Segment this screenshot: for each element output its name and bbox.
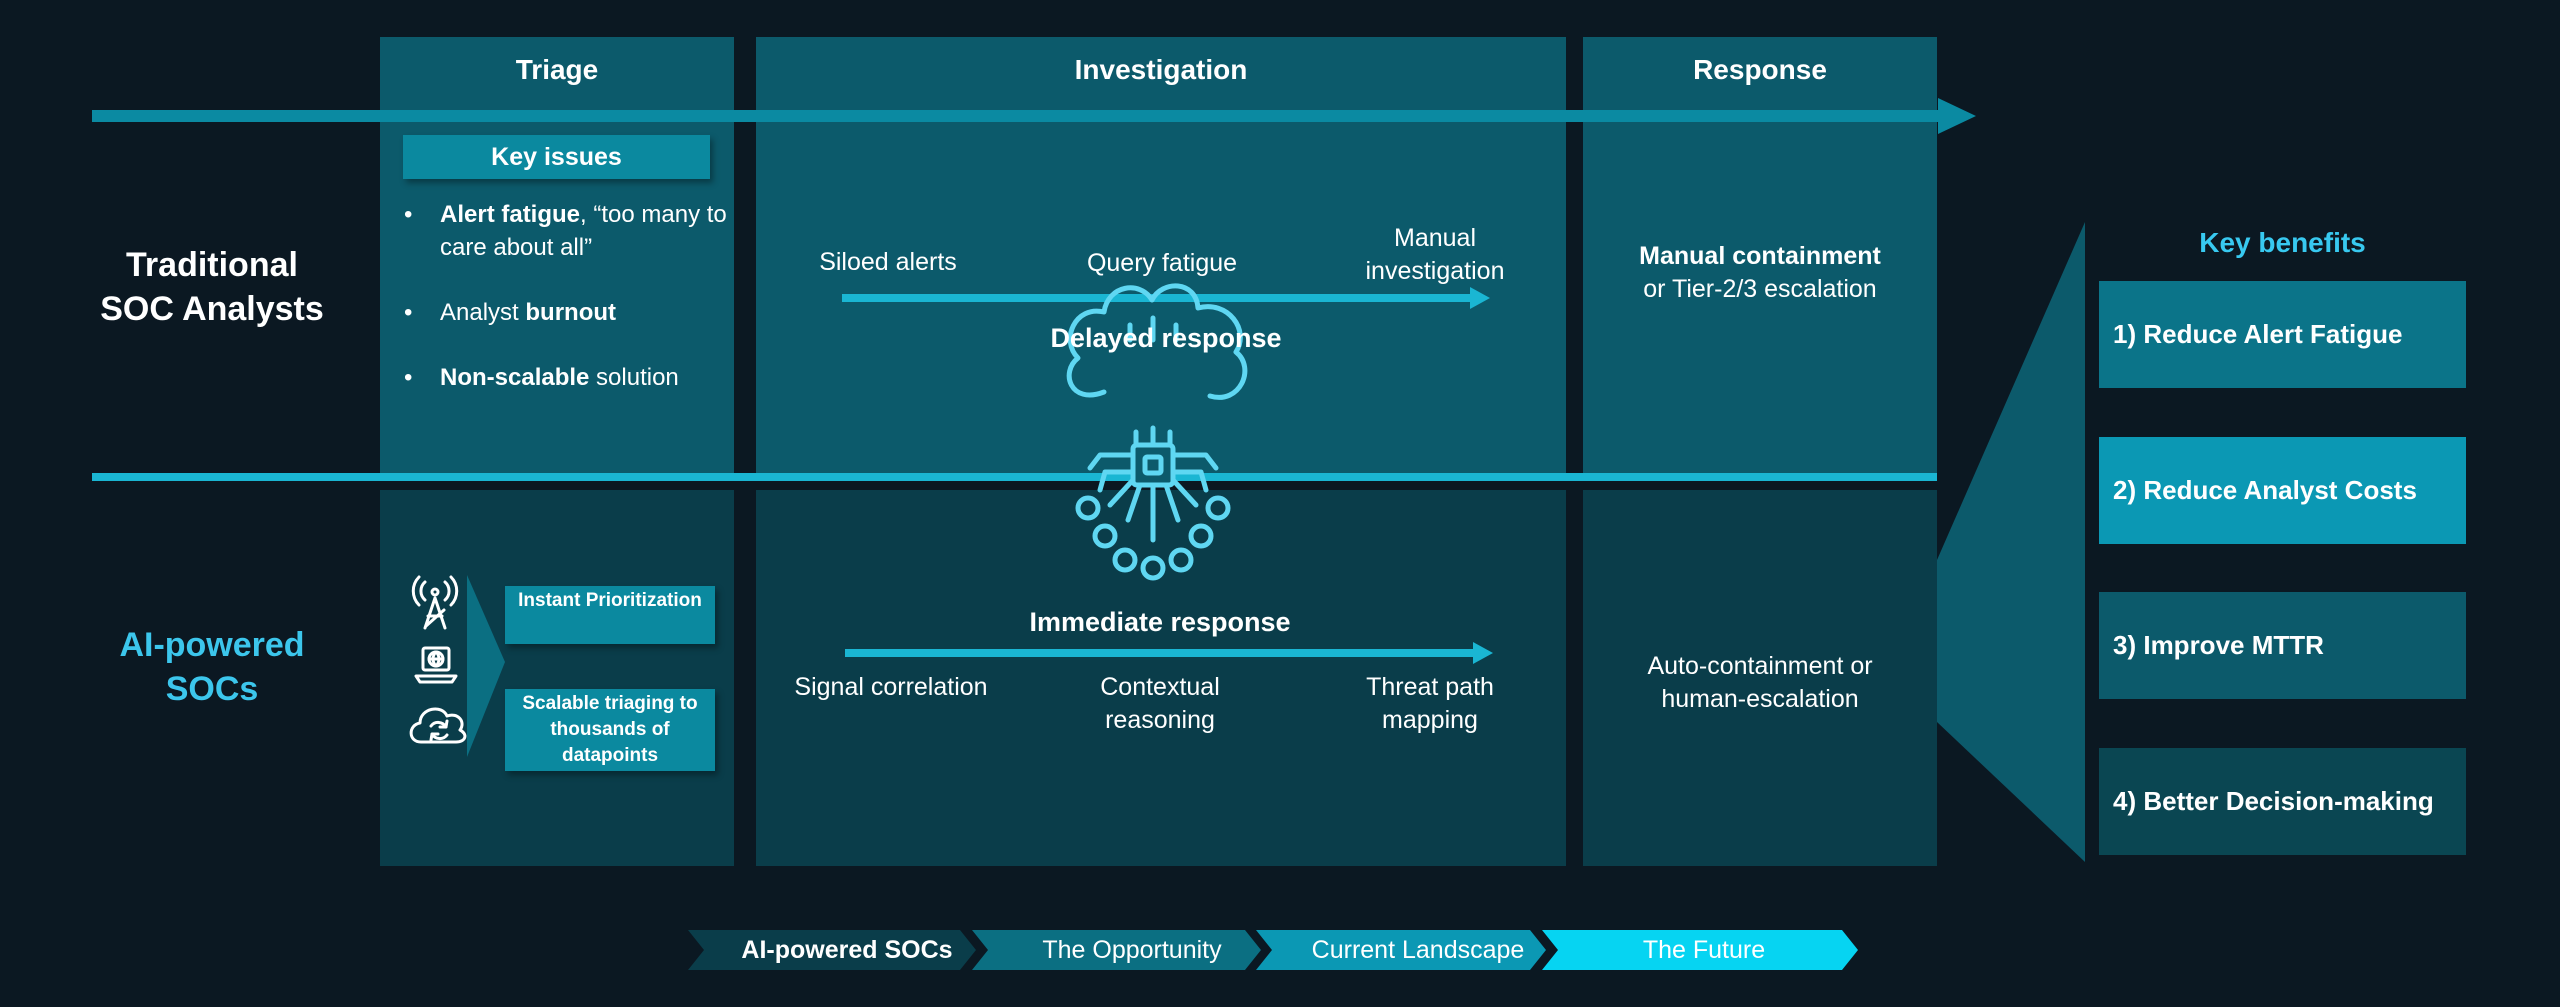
step-manual-investigation: Manual investigation [1365, 224, 1505, 285]
key-issue-alert-fatigue-bold: Alert fatigue [440, 201, 581, 228]
response-panel-bottom [1583, 490, 1937, 866]
investigation-arrow-bottom-bar [845, 649, 1485, 657]
top-timeline-arrowhead [1938, 98, 1976, 134]
benefit-improve-mttr: 3) Improve MTTR [2099, 592, 2466, 699]
nav-tag-current-landscape[interactable]: Current Landscape [1311, 936, 1525, 964]
benefits-funnel [1937, 222, 2085, 862]
immediate-response-caption: Immediate response [1029, 607, 1291, 637]
key-issues-label: Key issues [403, 135, 710, 179]
scalable-triaging-box: Scalable triaging to thousands of datapo… [505, 689, 715, 771]
instant-prioritization-box: Instant Prioritization [505, 586, 715, 644]
step-signal-correlation: Signal correlation [794, 673, 988, 701]
triage-chevron [467, 575, 505, 757]
key-benefits-title: Key benefits [2199, 227, 2366, 258]
nav-tag-ai-powered-socs[interactable]: AI-powered SOCs [741, 936, 953, 964]
row-label-traditional-line1: Traditional [126, 246, 298, 284]
step-threat-path-mapping: Threat path mapping [1366, 673, 1494, 734]
row-divider-line [92, 473, 1937, 481]
benefit-reduce-analyst-costs: 2) Reduce Analyst Costs [2099, 437, 2466, 544]
triage-panel-bottom [380, 490, 734, 866]
investigation-panel-top [756, 37, 1566, 473]
nav-tag-the-opportunity[interactable]: The Opportunity [1042, 936, 1222, 964]
row-label-traditional: Traditional SOC Analysts [82, 243, 342, 331]
delayed-response-caption: Delayed response [1050, 323, 1282, 353]
response-traditional-bold: Manual containment [1639, 242, 1881, 270]
step-siloed-alerts: Siloed alerts [819, 248, 957, 276]
step-query-fatigue: Query fatigue [1086, 249, 1238, 277]
brain-circuit-icon [1066, 283, 1248, 581]
response-traditional-rest: or Tier-2/3 escalation [1643, 275, 1877, 303]
key-issue-alert-fatigue: Alert fatigue, “too many to care about a… [404, 198, 734, 264]
investigation-arrow-top-bar [842, 294, 1482, 302]
nav-chevron-the-future [1542, 930, 1858, 970]
investigation-arrow-bottom-head [1473, 642, 1493, 664]
column-header-response: Response [1693, 54, 1827, 85]
step-contextual-reasoning: Contextual reasoning [1100, 673, 1220, 734]
key-issue-burnout-bold: burnout [525, 299, 617, 326]
row-label-ai-line2: SOCs [165, 670, 259, 708]
response-ai-text: Auto-containment or human-escalation [1647, 652, 1873, 713]
column-header-investigation: Investigation [1074, 54, 1248, 85]
response-traditional-text: Manual containment or Tier-2/3 escalatio… [1583, 240, 1937, 306]
investigation-arrow-top-head [1470, 287, 1490, 309]
row-label-traditional-line2: SOC Analysts [100, 290, 324, 328]
laptop-globe-icon [414, 646, 458, 684]
investigation-panel-bottom [756, 490, 1566, 866]
top-timeline-bar [92, 110, 1952, 122]
key-issues-list: Alert fatigue, “too many to care about a… [404, 198, 734, 426]
key-issue-non-scalable: Non-scalable solution [404, 361, 734, 394]
key-issue-non-scalable-rest: solution [589, 364, 679, 391]
nav-chevron-current-landscape [1256, 930, 1546, 970]
nav-chevron-ai-powered-socs [688, 930, 976, 970]
nav-chevron-the-opportunity [972, 930, 1261, 970]
nav-tag-the-future[interactable]: The Future [1642, 936, 1766, 964]
cloud-sync-icon [409, 707, 467, 744]
key-issue-burnout-pre: Analyst [440, 299, 526, 326]
response-panel-top [1583, 37, 1937, 473]
key-issue-non-scalable-bold: Non-scalable [440, 364, 590, 391]
cell-tower-icon [411, 575, 459, 630]
row-label-ai-line1: AI-powered [119, 626, 305, 664]
row-label-ai: AI-powered SOCs [82, 623, 342, 711]
key-issue-burnout: Analyst burnout [404, 296, 734, 329]
benefit-reduce-alert-fatigue: 1) Reduce Alert Fatigue [2099, 281, 2466, 388]
benefit-better-decision-making: 4) Better Decision-making [2099, 748, 2466, 855]
column-header-triage: Triage [515, 54, 599, 85]
key-issue-alert-fatigue-rest: , “too many to care about all” [440, 201, 727, 261]
